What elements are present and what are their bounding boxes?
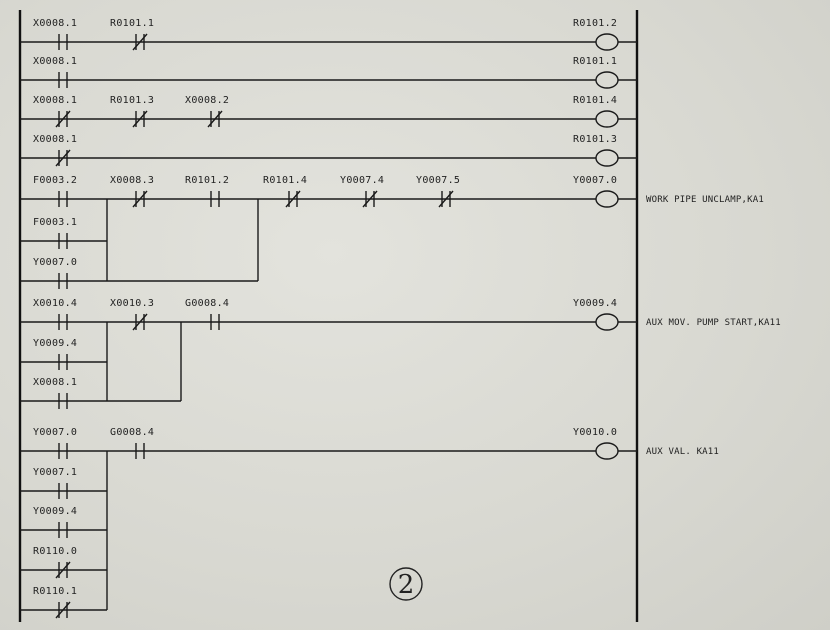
contact-1: X0008.1 (33, 95, 77, 128)
contact-nc-slash (55, 561, 71, 579)
branch-contact-2: Y0009.4 (33, 506, 77, 538)
output-coil (595, 71, 619, 89)
output-coil (595, 190, 619, 208)
contact-label: X0008.2 (185, 95, 229, 106)
contact-label: R0101.1 (110, 18, 154, 29)
contact-6: Y0007.5 (416, 175, 460, 208)
coil-label: Y0007.0 (573, 175, 617, 186)
contact-2: X0008.3 (110, 175, 154, 208)
branch-contact-3: R0110.0 (33, 546, 77, 579)
contact-label: F0003.2 (33, 175, 77, 186)
contact-3: R0101.2 (185, 175, 229, 207)
coil-comment: AUX VAL. KA11 (646, 447, 719, 457)
coil-label: R0101.2 (573, 18, 617, 29)
output-coil (595, 110, 619, 128)
contact-1: X0010.4 (33, 298, 77, 330)
branch-contact-1: F0003.1 (33, 217, 77, 249)
contact-label: X0008.1 (33, 95, 77, 106)
coil-comment: AUX MOV. PUMP START,KA11 (646, 318, 781, 328)
branch-contact-2: Y0007.0 (33, 257, 77, 289)
branch-contact-1: Y0007.1 (33, 467, 77, 499)
output-coil (595, 313, 619, 331)
contact-label: Y0009.4 (33, 338, 77, 349)
contact-nc-slash (55, 149, 71, 167)
contact-label: G0008.4 (110, 427, 154, 438)
contact-nc-slash (438, 190, 454, 208)
output-coil (595, 149, 619, 167)
rung-3: X0008.1 R0101.3 X0008.2 R0101.4 (20, 95, 637, 128)
contact-label: X0008.1 (33, 56, 77, 67)
coil-label: Y0009.4 (573, 298, 617, 309)
page-marker-circle (389, 567, 423, 601)
contact-label: X0010.4 (33, 298, 77, 309)
contact-label: R0101.4 (263, 175, 307, 186)
contact-label: Y0007.5 (416, 175, 460, 186)
contact-nc-slash (207, 110, 223, 128)
contact-5: Y0007.4 (340, 175, 384, 208)
contact-nc-slash (55, 601, 71, 619)
coil-label: R0101.3 (573, 134, 617, 145)
contact-2: G0008.4 (110, 427, 154, 459)
contact-1: Y0007.0 (33, 427, 77, 459)
contact-nc-slash (132, 190, 148, 208)
branch-contact-1: Y0009.4 (33, 338, 77, 370)
contact-3: X0008.2 (185, 95, 229, 128)
contact-label: Y0007.4 (340, 175, 384, 186)
contact-label: X0010.3 (110, 298, 154, 309)
branch-contact-4: R0110.1 (33, 586, 77, 619)
contact-label: X0008.3 (110, 175, 154, 186)
page-marker: 2 (389, 567, 423, 601)
contact-2: R0101.1 (110, 18, 154, 51)
contact-2: R0101.3 (110, 95, 154, 128)
contact-nc-slash (132, 110, 148, 128)
rung-2: X0008.1 R0101.1 (20, 56, 637, 89)
contact-2: X0010.3 (110, 298, 154, 331)
output-coil (595, 33, 619, 51)
contact-nc-slash (132, 33, 148, 51)
contact-4: R0101.4 (263, 175, 307, 208)
contact-label: X0008.1 (33, 134, 77, 145)
contact-1: X0008.1 (33, 56, 77, 88)
contact-label: X0008.1 (33, 377, 77, 388)
contact-label: F0003.1 (33, 217, 77, 228)
contact-label: Y0007.1 (33, 467, 77, 478)
rung-1: X0008.1 R0101.1 R0101.2 (20, 18, 637, 51)
contact-label: R0101.2 (185, 175, 229, 186)
contact-3: G0008.4 (185, 298, 229, 330)
contact-nc-slash (55, 110, 71, 128)
contact-label: R0110.0 (33, 546, 77, 557)
contact-label: X0008.1 (33, 18, 77, 29)
contact-1: F0003.2 (33, 175, 77, 207)
contact-label: Y0007.0 (33, 257, 77, 268)
contact-label: Y0009.4 (33, 506, 77, 517)
coil-label: R0101.4 (573, 95, 617, 106)
coil-label: Y0010.0 (573, 427, 617, 438)
contact-label: R0101.3 (110, 95, 154, 106)
contact-nc-slash (285, 190, 301, 208)
output-coil (595, 442, 619, 460)
contact-label: Y0007.0 (33, 427, 77, 438)
coil-label: R0101.1 (573, 56, 617, 67)
coil-comment: WORK PIPE UNCLAMP,KA1 (646, 195, 764, 205)
contact-1: X0008.1 (33, 134, 77, 167)
rung-4: X0008.1 R0101.3 (20, 134, 637, 167)
contact-label: R0110.1 (33, 586, 77, 597)
contact-label: G0008.4 (185, 298, 229, 309)
contact-1: X0008.1 (33, 18, 77, 50)
page-marker-number: 2 (398, 570, 415, 600)
contact-nc-slash (362, 190, 378, 208)
contact-nc-slash (132, 313, 148, 331)
rung-7: Y0007.0 G0008.4Y0007.1Y0009.4R0110.0R0110… (20, 427, 719, 619)
branch-contact-2: X0008.1 (33, 377, 77, 409)
